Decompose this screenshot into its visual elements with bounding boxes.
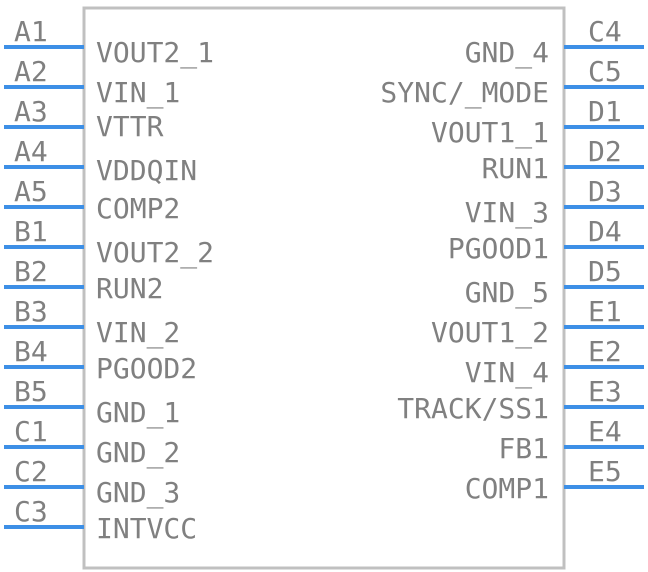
pin-name-e4: FB1 xyxy=(498,432,549,465)
pin-name-d1: VOUT1_1 xyxy=(431,116,549,150)
pin-name-e5: COMP1 xyxy=(465,472,549,505)
pin-number-e3: E3 xyxy=(588,375,622,408)
pin-number-a4: A4 xyxy=(14,135,48,168)
pin-number-b2: B2 xyxy=(14,255,48,288)
pin-name-d2: RUN1 xyxy=(482,152,549,185)
pin-name-b1: VOUT2_2 xyxy=(96,236,214,270)
pin-name-a3: VTTR xyxy=(96,110,164,143)
pin-number-a2: A2 xyxy=(14,55,48,88)
pin-name-a4: VDDQIN xyxy=(96,154,197,187)
pin-number-d1: D1 xyxy=(588,95,622,128)
pin-number-c2: C2 xyxy=(14,455,48,488)
pin-number-e5: E5 xyxy=(588,455,622,488)
pin-number-d5: D5 xyxy=(588,255,622,288)
pin-number-c4: C4 xyxy=(588,15,622,48)
pin-number-e4: E4 xyxy=(588,415,622,448)
pin-number-b1: B1 xyxy=(14,215,48,248)
pin-number-a1: A1 xyxy=(14,15,48,48)
pin-name-e1: VOUT1_2 xyxy=(431,316,549,350)
pin-number-b4: B4 xyxy=(14,335,48,368)
pin-number-d2: D2 xyxy=(588,135,622,168)
pin-number-d3: D3 xyxy=(588,175,622,208)
pin-name-d4: PGOOD1 xyxy=(448,232,549,265)
pin-number-b5: B5 xyxy=(14,375,48,408)
pin-name-c3: INTVCC xyxy=(96,512,197,545)
pin-name-b5: GND_1 xyxy=(96,396,180,430)
pin-number-e2: E2 xyxy=(588,335,622,368)
pin-name-c5: SYNC/_MODE xyxy=(380,76,549,110)
pin-name-d5: GND_5 xyxy=(465,276,549,310)
pin-number-a3: A3 xyxy=(14,95,48,128)
pin-name-a2: VIN_1 xyxy=(96,76,180,110)
pin-name-e3: TRACK/SS1 xyxy=(397,392,549,425)
pin-number-c3: C3 xyxy=(14,495,48,528)
pin-name-c4: GND_4 xyxy=(465,36,549,70)
pin-number-c5: C5 xyxy=(588,55,622,88)
pin-name-e2: VIN_4 xyxy=(465,356,549,390)
pin-name-d3: VIN_3 xyxy=(465,196,549,230)
pin-number-e1: E1 xyxy=(588,295,622,328)
pin-name-a5: COMP2 xyxy=(96,192,180,225)
pin-number-d4: D4 xyxy=(588,215,622,248)
pin-name-c2: GND_3 xyxy=(96,476,180,510)
pin-name-b2: RUN2 xyxy=(96,272,163,305)
pin-number-b3: B3 xyxy=(14,295,48,328)
pin-name-b4: PGOOD2 xyxy=(96,352,197,385)
pin-name-c1: GND_2 xyxy=(96,436,180,470)
pin-number-a5: A5 xyxy=(14,175,48,208)
pin-number-c1: C1 xyxy=(14,415,48,448)
pin-name-a1: VOUT2_1 xyxy=(96,36,214,70)
pin-name-b3: VIN_2 xyxy=(96,316,180,350)
